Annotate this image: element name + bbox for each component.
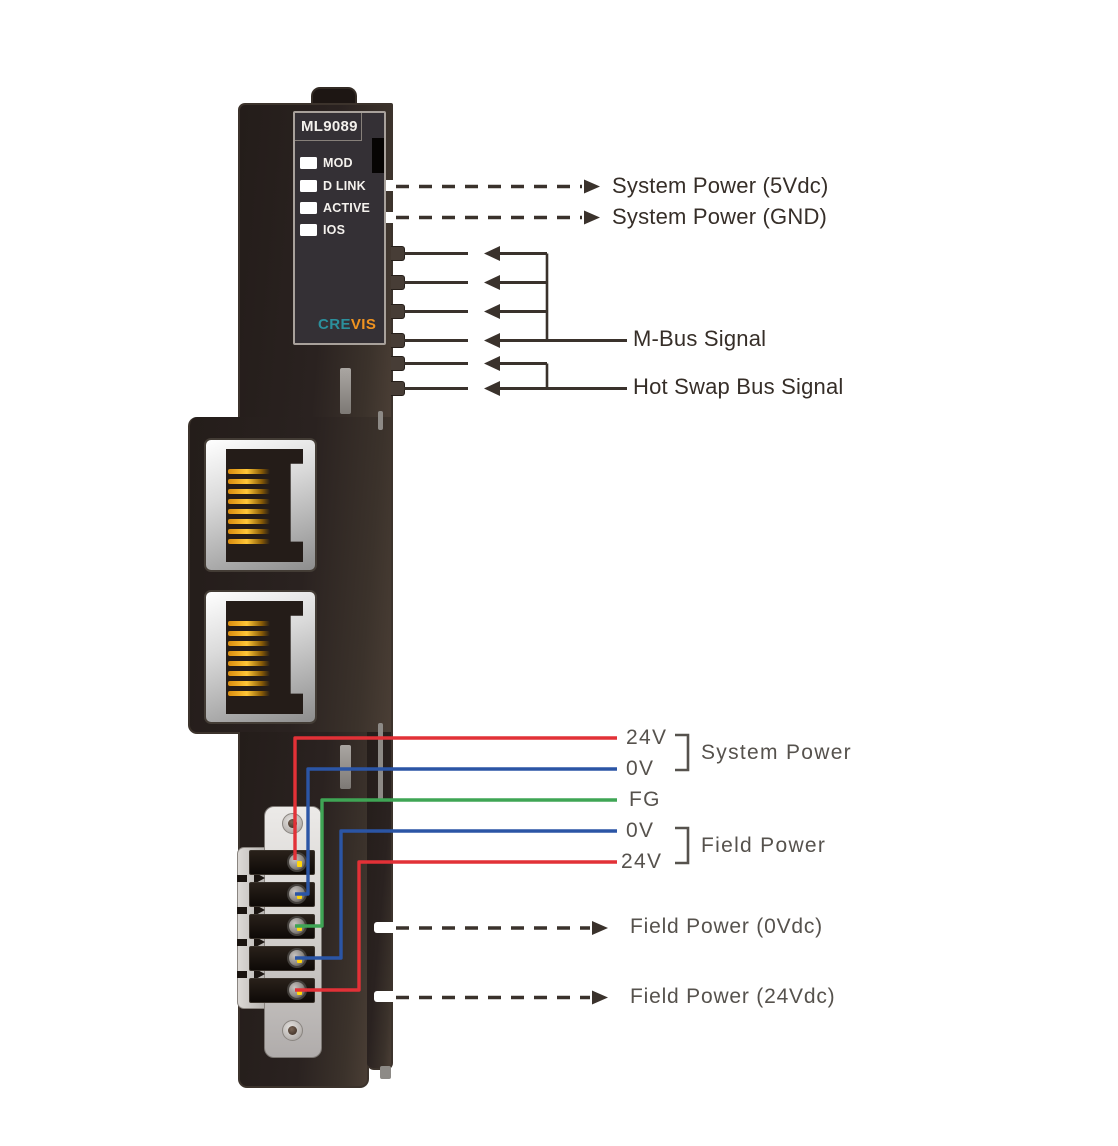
rj45-pin [228, 641, 270, 646]
module-front-slot [340, 368, 351, 414]
rj45-pin [228, 519, 270, 524]
power-connector-screw-bottom [282, 1020, 303, 1041]
arrowhead-right-icon [592, 990, 608, 1005]
rj45-pin [228, 469, 270, 474]
terminal-24v-field [249, 978, 315, 1003]
latch-tab [237, 875, 247, 882]
latch-arrow [254, 936, 265, 948]
ethernet-port-2 [204, 590, 317, 724]
led-label: D LINK [323, 179, 366, 193]
rj45-pin [228, 691, 270, 696]
field-power-bracket [675, 826, 690, 865]
terminal-pin-2 [287, 884, 307, 904]
rj45-pin [228, 651, 270, 656]
rj45-pin [228, 631, 270, 636]
latch-arrow [254, 904, 265, 916]
arrowhead-right-icon [584, 210, 600, 225]
spine-mark [378, 411, 383, 430]
ios-led [300, 224, 317, 236]
label-wire-0v-field: 0V [626, 819, 655, 842]
pin-dot [296, 989, 302, 995]
system-power-bracket [675, 733, 690, 772]
screw-core [287, 1025, 297, 1035]
rj45-pin [228, 489, 270, 494]
rj45-pin [228, 671, 270, 676]
power-connector-screw-top [282, 813, 303, 834]
dlink-led [300, 180, 317, 192]
latch-tab [237, 907, 247, 914]
latch-tab [237, 971, 247, 978]
terminal-pin-3 [287, 916, 307, 936]
active-led [300, 202, 317, 214]
terminal-pin-5 [287, 980, 307, 1000]
label-field-power-group: Field Power [701, 834, 827, 857]
arrowhead-left-icons [484, 246, 500, 396]
led-label: ACTIVE [323, 201, 371, 215]
pin-dot [296, 957, 302, 963]
m-bus-pin [391, 333, 405, 348]
rj45-pin [228, 509, 270, 514]
hot-swap-bus-pin [391, 381, 405, 396]
pin-dot [296, 925, 302, 931]
label-system-power-5v: System Power (5Vdc) [612, 173, 829, 198]
crevis-logo: CREVIS [318, 316, 376, 333]
label-field-power-24v: Field Power (24Vdc) [630, 985, 836, 1008]
arrowhead-right-icon [584, 179, 600, 194]
m-bus-pin [391, 246, 405, 261]
pin-dot [296, 893, 302, 899]
label-system-power-gnd: System Power (GND) [612, 204, 828, 229]
model-number: ML9089 [301, 118, 358, 135]
spine-mark [378, 723, 383, 801]
screw-core [287, 818, 297, 828]
rj45-pin [228, 681, 270, 686]
rj45-pin [228, 479, 270, 484]
m-bus-pin [391, 275, 405, 290]
label-wire-fg: FG [629, 788, 661, 811]
label-m-bus-signal: M-Bus Signal [633, 326, 767, 351]
rj45-pin [228, 539, 270, 544]
arrowhead-right-icon [592, 921, 608, 935]
label-wire-0v-system: 0V [626, 757, 655, 780]
ethernet-port-1-socket [226, 449, 303, 562]
led-label: IOS [323, 223, 346, 237]
label-field-power-0v: Field Power (0Vdc) [630, 915, 823, 938]
label-wire-24v-field: 24V [621, 850, 663, 873]
crevis-logo-vis: VIS [350, 316, 377, 333]
m-bus-pin [391, 304, 405, 319]
ethernet-port-1 [204, 438, 317, 572]
spine-bottom-notch [380, 1066, 391, 1079]
crevis-logo-cre: CRE [318, 316, 351, 333]
pin-dot [296, 861, 302, 867]
label-wire-24v-system: 24V [626, 726, 668, 749]
panel-dark-inset [372, 138, 384, 173]
hot-swap-bus-pin [391, 356, 405, 371]
ethernet-port-2-socket [226, 601, 303, 714]
module-label-panel: ML9089 MOD D LINK ACTIVE IOS CREVIS [293, 111, 386, 345]
terminal-pin-1 [287, 852, 307, 872]
latch-arrow [254, 872, 265, 884]
mod-led [300, 157, 317, 169]
rj45-pin [228, 661, 270, 666]
field-power-24v-terminal-notch [374, 991, 393, 1002]
rj45-pin [228, 529, 270, 534]
rj45-pin [228, 621, 270, 626]
led-label: MOD [323, 156, 353, 170]
latch-tab [237, 939, 247, 946]
m-bus-lines [404, 252, 627, 390]
latch-arrow [254, 968, 265, 980]
module-front-slot [340, 745, 351, 789]
terminal-pin-4 [287, 948, 307, 968]
field-power-0v-terminal-notch [374, 922, 393, 933]
model-number-box: ML9089 [295, 113, 362, 141]
label-hot-swap-bus-signal: Hot Swap Bus Signal [633, 374, 844, 399]
label-system-power-group: System Power [701, 741, 852, 764]
rj45-pin [228, 499, 270, 504]
